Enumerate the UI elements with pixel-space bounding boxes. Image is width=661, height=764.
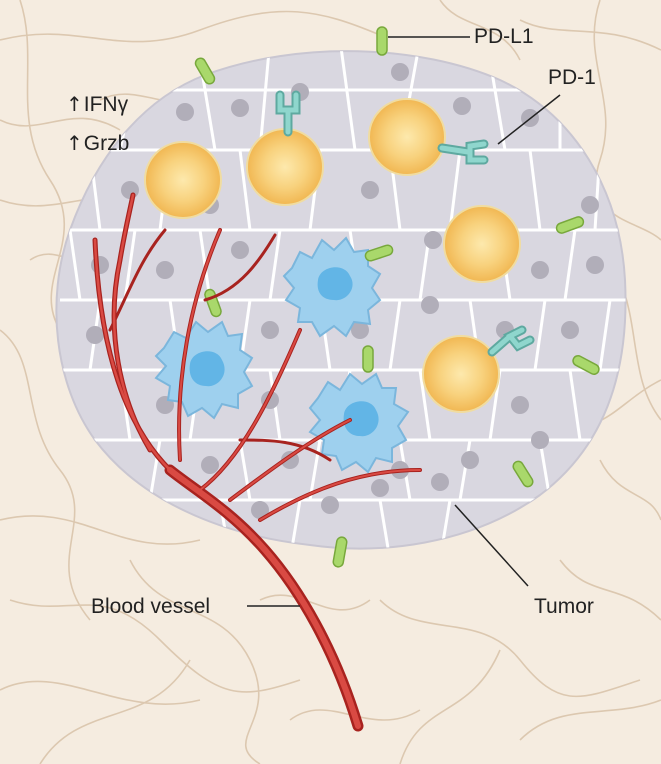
macrophage: [282, 236, 382, 338]
up-arrow-icon: ↑: [66, 131, 83, 155]
label-grzb: ↑Grzb: [66, 133, 129, 154]
up-arrow-icon: ↑: [66, 92, 83, 116]
t-cell: [443, 205, 521, 283]
pd-1-receptor: [437, 139, 489, 165]
leader-pd-1: [497, 94, 561, 145]
t-cells: [144, 98, 521, 413]
leader-lines: [247, 36, 561, 607]
pd-l1-ligands: [194, 26, 600, 568]
pd-1-receptors: [275, 90, 535, 357]
label-grzb-text: Grzb: [83, 132, 130, 155]
t-cell: [368, 98, 446, 176]
label-pd-1: PD-1: [548, 66, 596, 89]
pd-l1-ligand: [194, 57, 216, 85]
leader-tumor: [454, 504, 529, 587]
pd-l1-ligand: [364, 244, 394, 262]
pd-1-receptor: [487, 325, 535, 357]
label-ifn-gamma-text: IFNγ: [83, 93, 129, 116]
label-pd-l1: PD-L1: [474, 25, 534, 48]
label-blood-vessel: Blood vessel: [91, 595, 211, 618]
pd-l1-ligand: [376, 26, 388, 56]
label-tumor: Tumor: [534, 595, 594, 618]
t-cell: [422, 335, 500, 413]
pd-l1-ligand: [362, 345, 374, 373]
pd-l1-ligand: [332, 536, 348, 568]
blood-vessel: [92, 192, 422, 732]
pd-l1-ligand: [204, 288, 222, 318]
pd-l1-ligand: [555, 216, 585, 234]
t-cell: [246, 128, 324, 206]
pd-l1-ligand: [512, 460, 534, 488]
t-cell: [144, 141, 222, 219]
macrophage: [308, 372, 410, 474]
label-ifn-gamma: ↑IFNγ: [66, 94, 128, 115]
pd-1-receptor: [275, 90, 301, 137]
pd-l1-ligand: [572, 355, 600, 375]
